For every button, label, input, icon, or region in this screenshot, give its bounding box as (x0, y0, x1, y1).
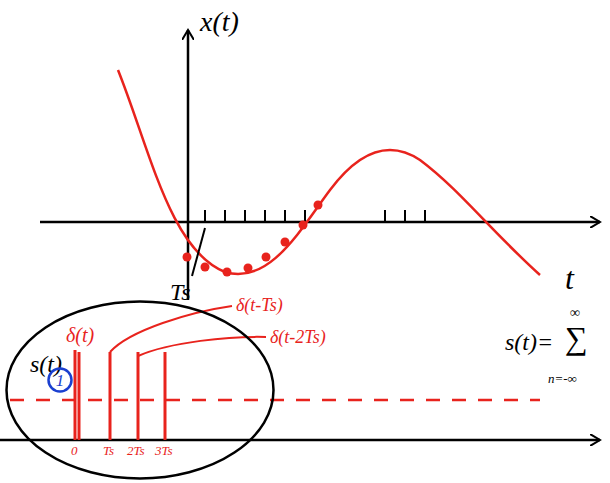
impulse-label: δ(t-Ts) (236, 296, 283, 314)
node-text: δ(t) (66, 325, 94, 345)
node-text: 1 (56, 372, 65, 389)
tick-label: 2Ts (127, 444, 145, 457)
tick-label: 0 (71, 444, 78, 457)
sample-dots (183, 201, 323, 277)
axis-label: t (565, 262, 574, 294)
impulse-label: δ(t-2Ts) (270, 328, 326, 346)
dashed-level (10, 399, 540, 402)
signal-name: x(t) (200, 8, 239, 36)
leader-line (192, 228, 205, 276)
impulses (75, 350, 165, 440)
tick-label: Ts (103, 444, 114, 457)
period-label: Ts (170, 280, 190, 304)
unit-circle: 1 (47, 367, 73, 393)
formula-text: s(t)= (505, 330, 553, 354)
leader-line (138, 337, 266, 356)
baseline-axis (0, 439, 600, 442)
sum-symbol: ∑ (565, 322, 588, 354)
time-axis (40, 221, 600, 224)
formula-limit: n=-∞ (548, 372, 577, 385)
tick-label: 3Ts (155, 444, 173, 457)
formula-limit: ∞ (570, 306, 580, 320)
signal-curve (118, 70, 540, 275)
